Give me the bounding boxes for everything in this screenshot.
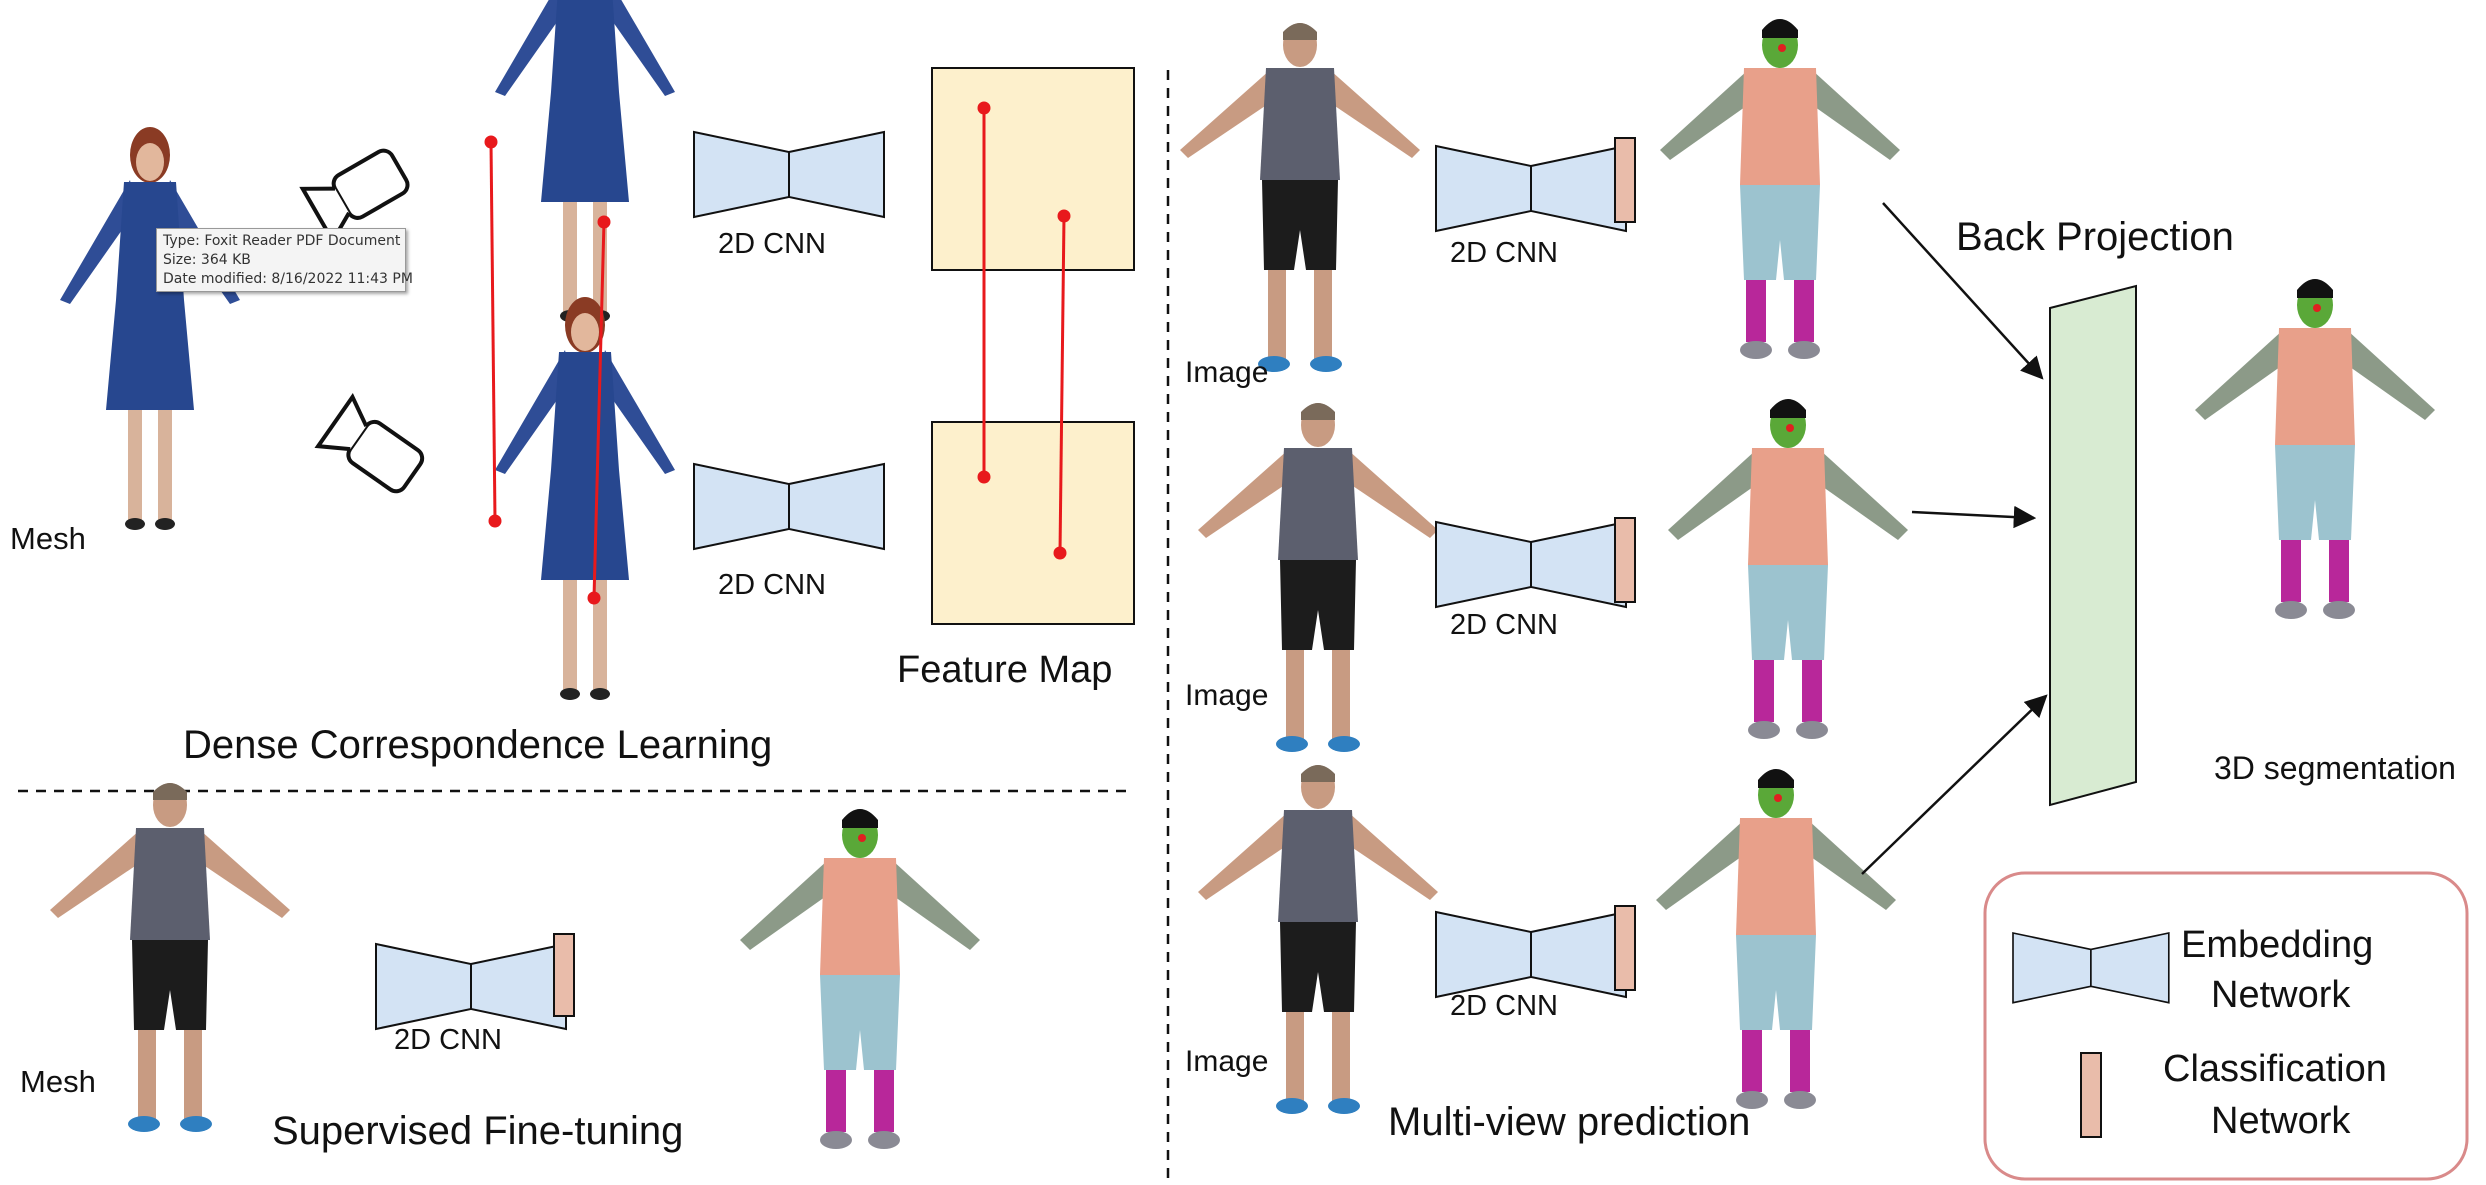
finetune-seg-figure <box>740 809 980 1149</box>
view-render-top <box>495 0 675 322</box>
encoder-mv2 <box>1435 521 1627 608</box>
seg-prediction-1 <box>1660 19 1900 359</box>
cnn-label-finetune: 2D CNN <box>394 1024 502 1056</box>
view-render-bottom <box>495 297 675 700</box>
3d-segmentation-label: 3D segmentation <box>2214 750 2456 786</box>
back-projection-label: Back Projection <box>1956 215 2234 259</box>
camera-icon-bottom <box>316 395 432 503</box>
cnn-label-mv1: 2D CNN <box>1450 237 1558 269</box>
file-tooltip: Type: Foxit Reader PDF Document Size: 36… <box>156 228 413 292</box>
image-label-1: Image <box>1185 356 1268 389</box>
mesh-label-bottom: Mesh <box>20 1064 96 1099</box>
projection-arrows <box>1861 202 2048 875</box>
feature-map-bottom <box>931 421 1135 625</box>
mesh-label-top: Mesh <box>10 521 86 556</box>
encoder-mid <box>693 463 885 550</box>
input-image-1 <box>1180 23 1420 372</box>
classifier-mv3 <box>1614 905 1636 991</box>
image-label-3: Image <box>1185 1045 1268 1078</box>
cnn-label-mid: 2D CNN <box>718 569 826 601</box>
classifier-finetune <box>553 933 575 1017</box>
seg-prediction-3 <box>1656 769 1896 1109</box>
image-label-2: Image <box>1185 679 1268 712</box>
legend-classification-line2: Network <box>2211 1100 2351 1142</box>
cnn-label-mv3: 2D CNN <box>1450 990 1558 1022</box>
source-mesh-figure <box>60 127 240 530</box>
cnn-label-mv2: 2D CNN <box>1450 609 1558 641</box>
tooltip-modified: Date modified: 8/16/2022 11:43 PM <box>163 271 413 287</box>
encoder-mv3 <box>1435 911 1627 998</box>
back-projection-plane <box>2049 284 2137 807</box>
cnn-label-top: 2D CNN <box>718 228 826 260</box>
encoder-mv1 <box>1435 145 1627 232</box>
encoder-finetune <box>375 943 567 1030</box>
legend-embedding-line1: Embedding <box>2181 924 2373 966</box>
classifier-mv2 <box>1614 517 1636 603</box>
supervised-title: Supervised Fine-tuning <box>272 1109 683 1153</box>
seg-prediction-2 <box>1668 399 1908 739</box>
feature-map-label: Feature Map <box>897 649 1112 691</box>
camera-icon-top <box>300 139 417 243</box>
legend: Embedding Network Classification Network <box>1983 871 2469 1181</box>
tooltip-size: Size: 364 KB <box>163 252 251 268</box>
multiview-title: Multi-view prediction <box>1388 1100 1750 1144</box>
dense-correspondence-title: Dense Correspondence Learning <box>183 723 772 767</box>
legend-embedding-line2: Network <box>2211 974 2351 1016</box>
correspondence-lines <box>484 101 1071 605</box>
tooltip-type: Type: Foxit Reader PDF Document <box>163 233 401 249</box>
encoder-top <box>693 131 885 218</box>
classifier-mv1 <box>1614 137 1636 223</box>
legend-classifier-icon <box>2080 1052 2102 1138</box>
legend-classification-line1: Classification <box>2163 1048 2387 1090</box>
feature-map-top <box>931 67 1135 271</box>
3d-segmentation-result <box>2195 279 2435 619</box>
